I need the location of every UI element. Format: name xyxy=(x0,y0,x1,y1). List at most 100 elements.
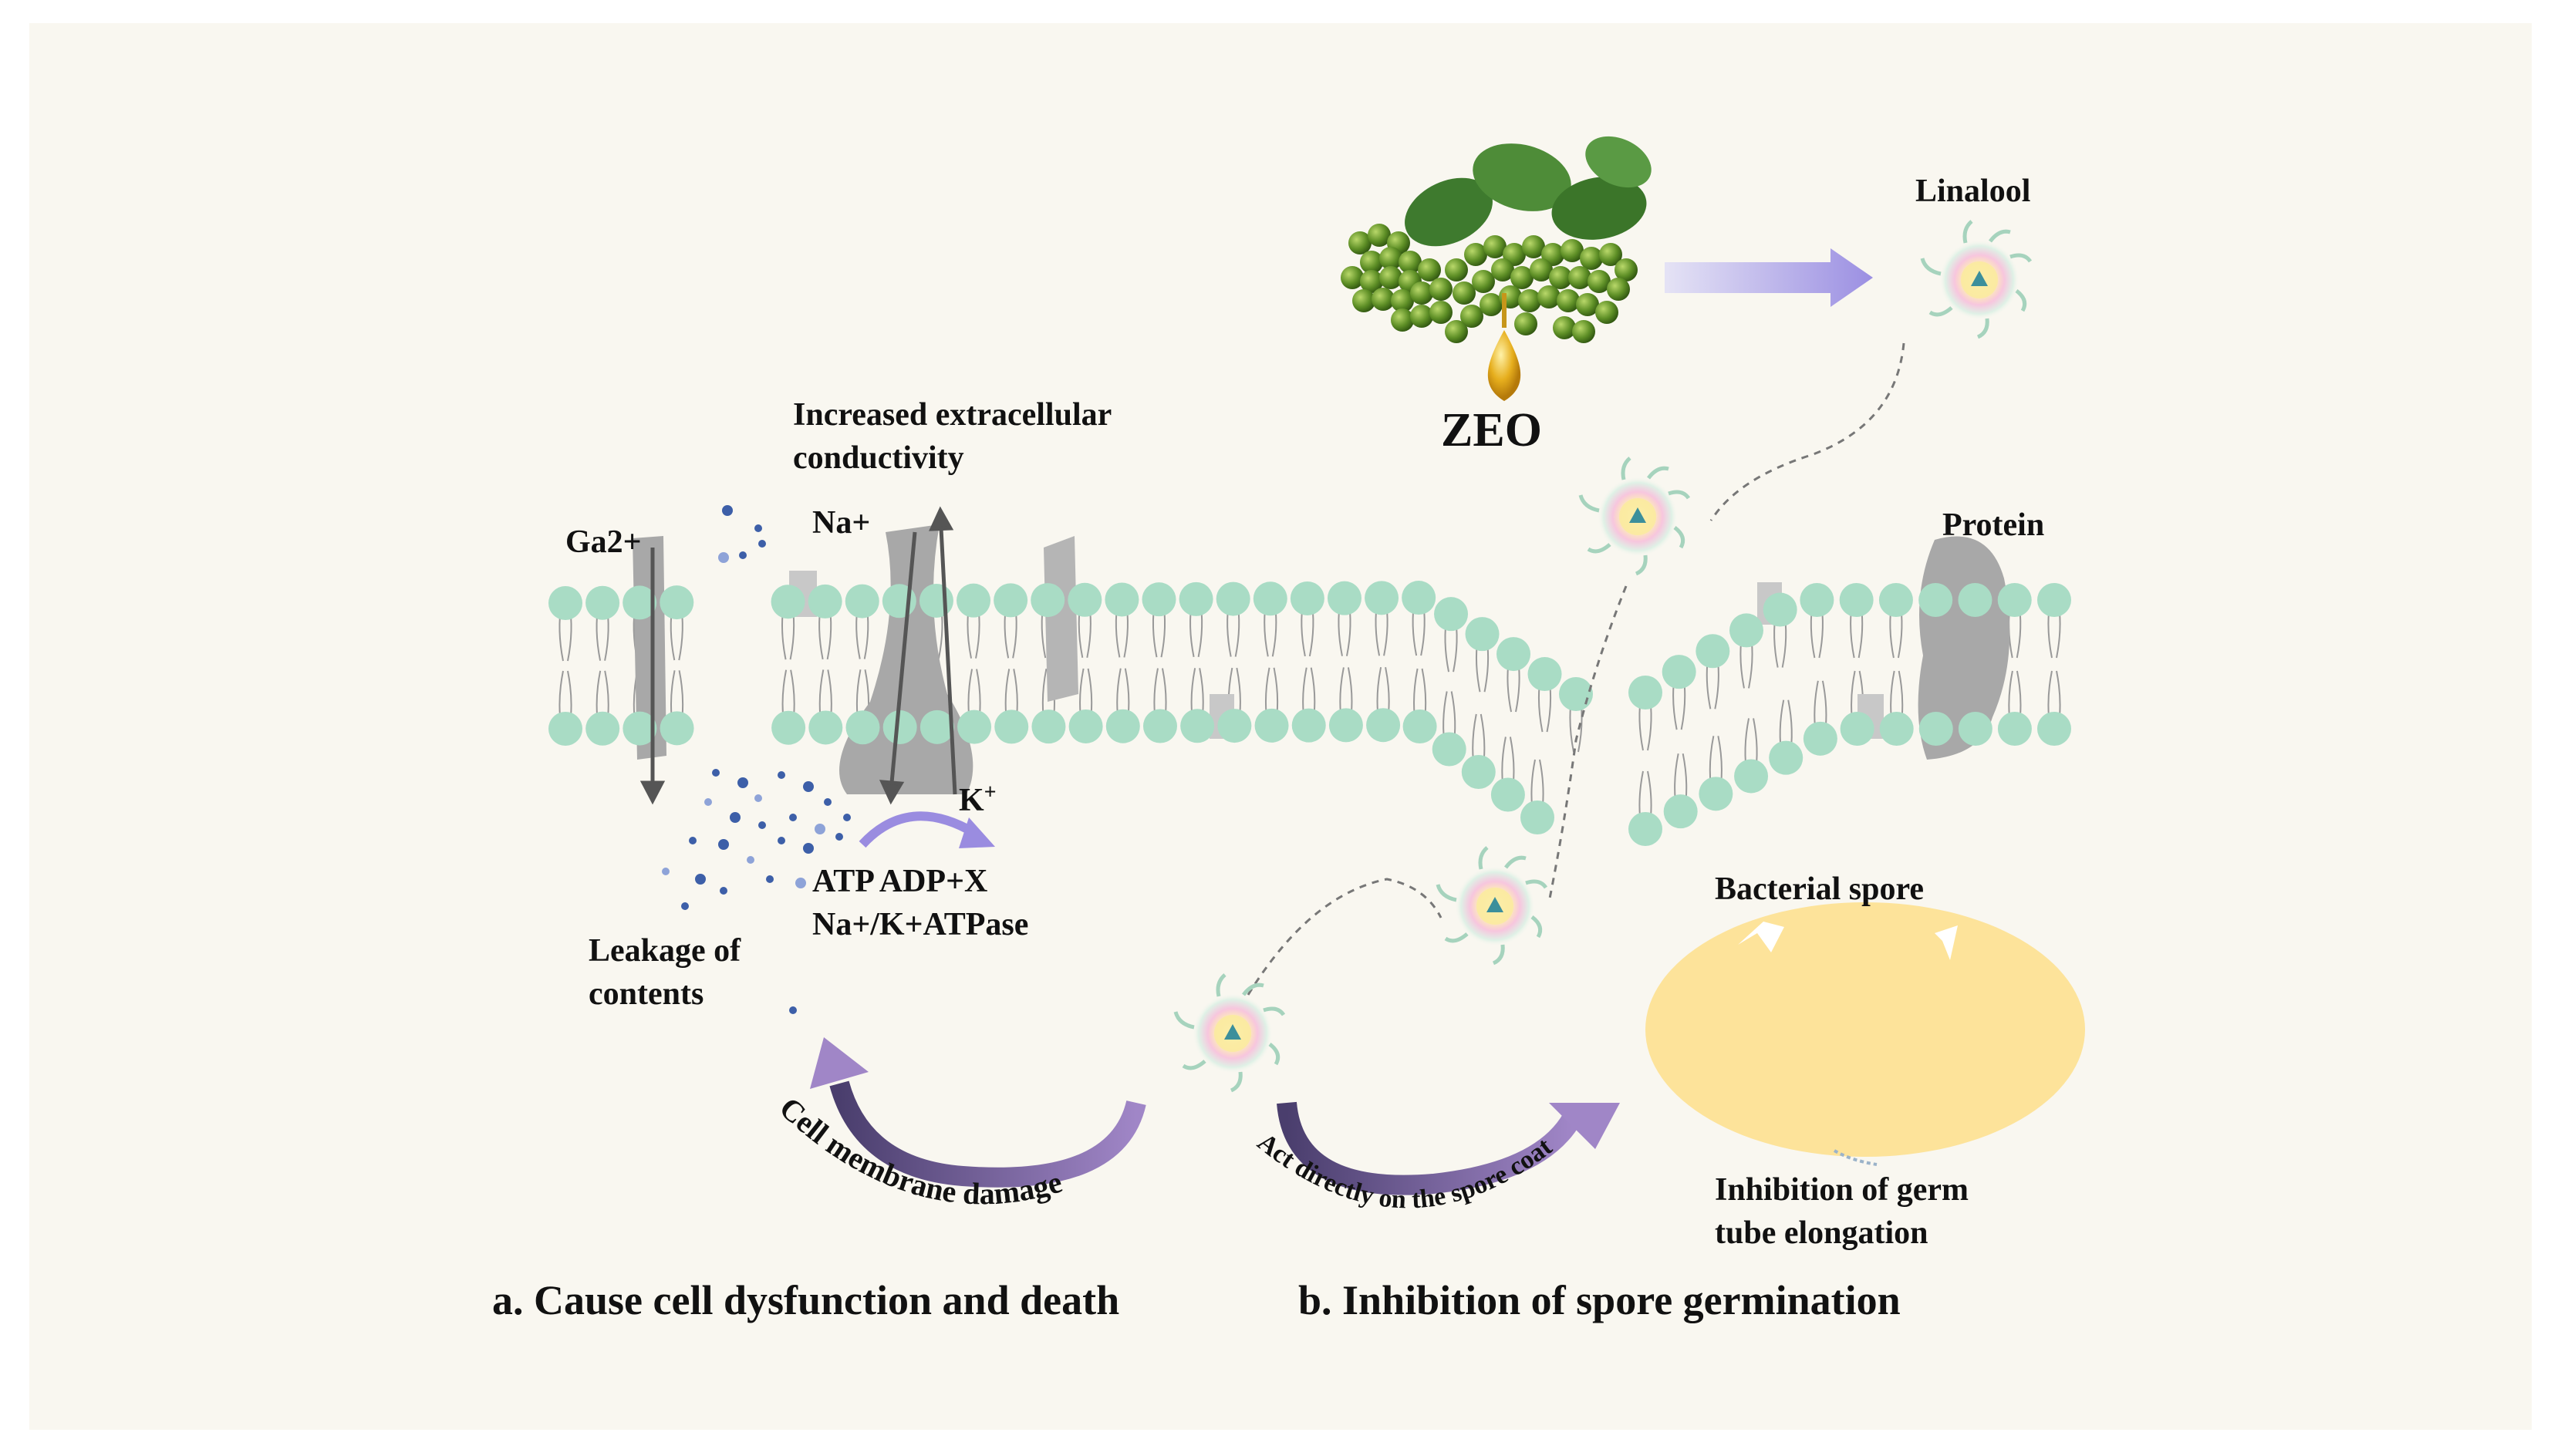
lipid-head xyxy=(1840,712,1874,746)
lipid-head xyxy=(1696,634,1730,669)
ion-dot xyxy=(712,769,720,777)
berry xyxy=(1410,281,1433,305)
lipid-head xyxy=(1878,583,1913,617)
berry xyxy=(1453,281,1476,305)
berry xyxy=(1348,231,1372,254)
berry xyxy=(1549,266,1572,289)
linalool-label: Linalool xyxy=(1915,174,2031,209)
lipid-head xyxy=(1803,721,1837,756)
lipid-head xyxy=(1180,709,1215,743)
berry xyxy=(1429,301,1453,324)
leakage-label: Leakage of contents xyxy=(589,933,741,1012)
lipid-head xyxy=(1217,709,1252,743)
berry xyxy=(1537,285,1561,308)
berry xyxy=(1379,247,1402,270)
oil-drop-icon xyxy=(1487,330,1521,401)
lipid-head xyxy=(919,583,953,618)
lipid-head xyxy=(1254,708,1289,743)
ion-dot xyxy=(689,837,697,844)
ion-dot xyxy=(681,902,689,910)
lipid-head xyxy=(585,585,620,620)
ion-dot xyxy=(795,878,806,888)
lipid-head xyxy=(1997,712,2032,746)
atpase-arrow xyxy=(859,811,977,848)
lipid-head xyxy=(1434,597,1469,632)
lipid-head xyxy=(548,712,582,746)
ion-dot xyxy=(747,856,754,864)
berry xyxy=(1445,258,1468,281)
lipid-head xyxy=(1699,777,1733,811)
lipid-head xyxy=(1105,709,1140,743)
heading-b: b. Inhibition of spore germination xyxy=(1298,1277,1901,1323)
berry xyxy=(1472,270,1495,293)
ion-dot xyxy=(815,824,825,834)
heading-a: a. Cause cell dysfunction and death xyxy=(492,1277,1120,1323)
lipid-head xyxy=(1496,637,1531,672)
ion-dot xyxy=(720,887,727,895)
lipid-head xyxy=(1879,712,1914,746)
ion-dot xyxy=(835,833,843,841)
berry xyxy=(1530,258,1553,281)
lipid-head xyxy=(1734,759,1769,794)
berry xyxy=(1429,278,1453,301)
ion-dot xyxy=(789,814,797,821)
lipid-head xyxy=(585,711,620,746)
berry xyxy=(1480,293,1503,316)
lipid-head xyxy=(1328,708,1363,743)
lipid-head xyxy=(1958,583,1992,617)
lipid-head xyxy=(771,585,805,619)
lipid-head xyxy=(660,711,694,746)
ion-dot xyxy=(737,777,748,788)
ion-dot xyxy=(778,771,785,779)
berry xyxy=(1391,289,1414,312)
lipid-head xyxy=(2037,712,2071,746)
lipid-head xyxy=(1290,581,1324,615)
lipid-head xyxy=(1366,708,1401,743)
berry xyxy=(1460,305,1483,328)
berry xyxy=(1518,289,1541,312)
berry xyxy=(1572,320,1595,343)
ion-dot xyxy=(778,837,785,844)
lipid-head xyxy=(1216,581,1250,616)
ion-dot xyxy=(766,875,774,883)
berry xyxy=(1418,258,1441,281)
lipid-head xyxy=(623,711,657,746)
ion-dot xyxy=(824,798,832,806)
lipid-head xyxy=(845,710,880,745)
linalool-molecule-icon xyxy=(1438,848,1546,963)
membrane-damage-arrowhead xyxy=(810,1037,869,1089)
linalool-molecule-icon xyxy=(1581,458,1689,574)
lipid-head xyxy=(1291,708,1326,743)
lipid-head xyxy=(1179,581,1213,616)
lipid-head xyxy=(957,709,992,744)
berry xyxy=(1410,305,1433,328)
lipid-head xyxy=(1997,583,2032,617)
berry xyxy=(1445,320,1468,343)
lipid-head xyxy=(1520,800,1554,834)
lipid-head xyxy=(1031,583,1065,618)
lipid-head xyxy=(1918,583,1953,617)
membrane-damage-label: Cell membrane damage xyxy=(773,1090,1066,1212)
ion-dot xyxy=(730,812,741,823)
lipid-head xyxy=(1068,709,1103,743)
lipid-head xyxy=(1763,592,1797,627)
lipid-head xyxy=(845,584,879,618)
berry xyxy=(1588,270,1611,293)
spore-coat-damage xyxy=(1738,922,1784,952)
ion-dot xyxy=(662,868,670,875)
berry xyxy=(1372,288,1395,311)
mechanism-diagram: Cell membrane damage Act directly on the… xyxy=(548,136,2085,1214)
ion-dot xyxy=(758,540,766,548)
atpase-arrowhead xyxy=(959,817,995,848)
ion-dot xyxy=(754,524,762,532)
lipid-head xyxy=(1327,581,1361,615)
lipid-head xyxy=(1839,583,1874,617)
membrane-proteins xyxy=(633,524,2010,794)
lipid-head xyxy=(1800,583,1834,617)
berry xyxy=(1595,301,1618,324)
berry xyxy=(1360,270,1383,293)
spore-coat-arrow xyxy=(1277,1101,1581,1195)
lipid-head xyxy=(1253,581,1287,616)
lipid-head xyxy=(994,583,1028,618)
lipid-head xyxy=(1402,581,1436,615)
